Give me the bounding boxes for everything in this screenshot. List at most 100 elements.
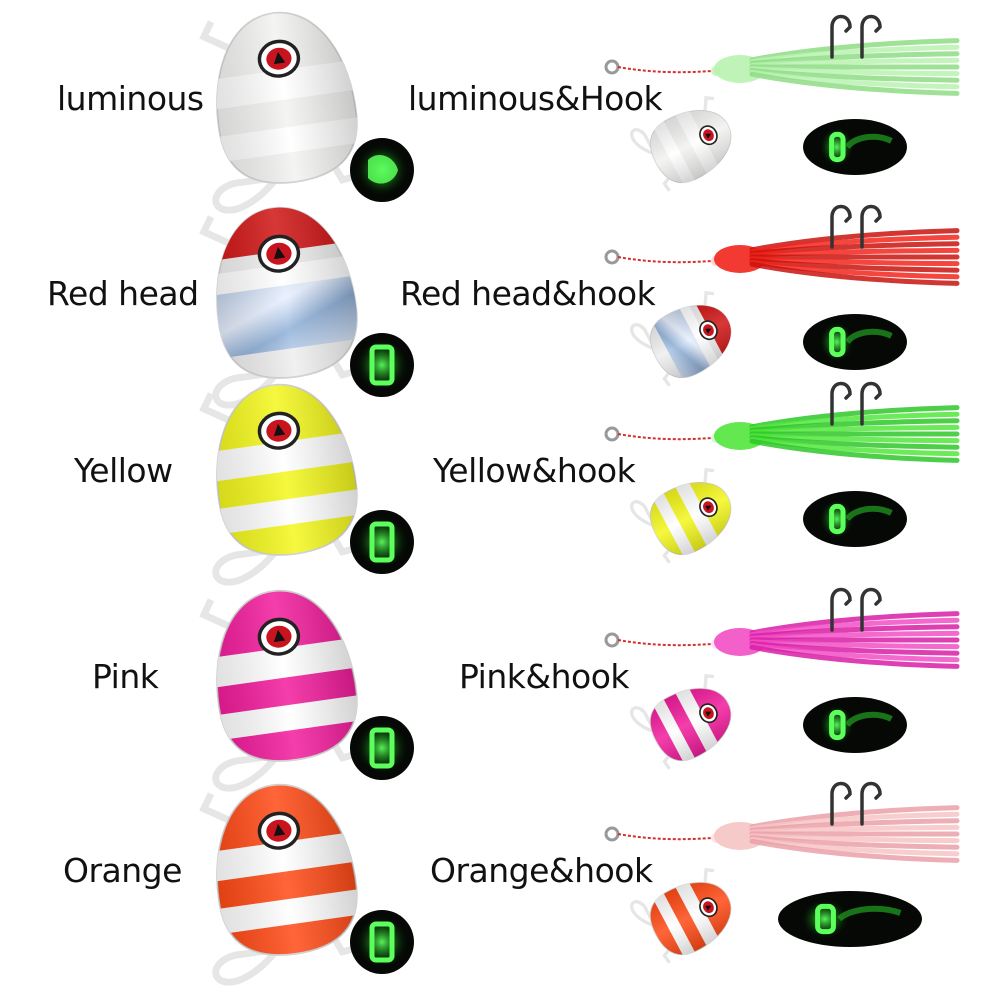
skirt-tentacle	[749, 644, 960, 669]
jig-eyelet-front	[212, 939, 286, 986]
jig-eye-pupil	[705, 328, 712, 334]
skirt-rig-4	[604, 781, 960, 863]
hook	[830, 587, 852, 632]
glow-skirt-trace	[844, 505, 893, 522]
jig-shading	[217, 12, 357, 184]
glow-oval-aura	[818, 498, 855, 540]
skirt-tentacle	[749, 611, 960, 636]
hook	[830, 381, 852, 426]
skirt-tentacle	[749, 435, 960, 450]
hook	[830, 204, 852, 249]
jig-eyelet-top	[199, 20, 233, 53]
assist-line	[617, 433, 713, 441]
glow-skirt-trace	[844, 711, 893, 728]
small-jig-4	[630, 868, 732, 964]
skirt-tentacle	[749, 44, 960, 65]
glow-oval-2	[803, 491, 907, 547]
skirt-tentacle	[749, 642, 960, 663]
assist-line	[617, 833, 713, 841]
hook	[860, 14, 882, 59]
skirt-tentacle	[749, 259, 960, 280]
skirt-tentacle	[749, 405, 960, 430]
hook	[860, 204, 882, 249]
glow-oval-3	[803, 697, 907, 753]
glow-jig-shape	[368, 155, 398, 184]
skirt-tentacle	[749, 811, 960, 832]
small-jig-3	[630, 674, 732, 770]
assist-line	[617, 256, 713, 264]
skirt-tentacle	[749, 641, 960, 656]
skirt-tentacle	[749, 836, 960, 857]
glow-oval-bg	[803, 697, 907, 753]
skirt-tentacle	[749, 411, 960, 432]
skirt-tentacle	[749, 241, 960, 256]
jig-shading	[217, 590, 357, 762]
jig-shading	[650, 482, 731, 555]
assist-line	[617, 66, 713, 74]
glow-band-shape	[369, 921, 395, 963]
large-jig-4	[199, 783, 365, 986]
jig-eyelet-front	[630, 900, 660, 929]
glow-disc-4	[350, 910, 414, 974]
jig-eyelet-front	[212, 539, 286, 586]
glow-oval-band	[829, 131, 846, 163]
glow-oval-bg	[803, 491, 907, 547]
jig-shading	[650, 688, 731, 761]
jig-eye-pupil	[273, 629, 286, 643]
row-0	[199, 11, 960, 214]
glow-oval-bg	[803, 314, 907, 370]
hook	[860, 781, 882, 826]
jig-eyelet-top	[199, 392, 233, 425]
skirt-tentacle	[749, 424, 960, 435]
jig-shading	[217, 784, 357, 956]
label-combo-4: Orange&hook	[430, 851, 653, 890]
skirt-tentacle	[749, 234, 960, 255]
large-jig-1	[199, 198, 365, 409]
skirt-rig-2	[604, 381, 960, 463]
skirt-tentacle	[749, 51, 960, 66]
large-jig-3	[199, 589, 365, 792]
label-variant-1: Red head	[47, 274, 199, 313]
glow-band-shape	[369, 727, 395, 769]
swivel-ring	[604, 249, 620, 265]
jig-shading	[650, 882, 731, 955]
skirt-tentacle	[749, 433, 960, 444]
row-1	[199, 198, 960, 409]
skirt-tentacle	[749, 256, 960, 267]
jig-shading	[217, 207, 357, 379]
row-4	[199, 781, 960, 986]
swivel-ring	[604, 59, 620, 75]
glow-oval-aura	[799, 898, 850, 940]
glow-oval-aura	[818, 126, 855, 168]
jig-eyelet-top	[703, 291, 715, 308]
skirt-tentacle	[749, 69, 960, 90]
label-combo-0: luminous&Hook	[408, 79, 663, 118]
glow-oval-bg	[778, 891, 922, 947]
skirt-rig-0	[604, 14, 960, 96]
glow-disc-aura	[354, 914, 410, 970]
glow-oval-4	[778, 891, 922, 947]
skirt-tentacle	[749, 624, 960, 639]
skirt-tentacle	[749, 258, 960, 273]
skirt-rig-3	[604, 587, 960, 669]
skirt-tentacle	[749, 805, 960, 830]
jig-eyelet-front	[630, 706, 660, 735]
jig-eye-pupil	[705, 505, 712, 511]
jig-eye-pupil	[705, 905, 712, 911]
skirt-tentacle	[749, 835, 960, 850]
row-3	[199, 587, 960, 792]
label-variant-3: Pink	[92, 657, 159, 696]
small-jig-2	[630, 468, 732, 564]
skirt-tentacle	[749, 824, 960, 835]
hook	[830, 781, 852, 826]
small-jig-1	[630, 290, 744, 387]
label-combo-1: Red head&hook	[400, 274, 656, 313]
skirt-tentacle	[749, 68, 960, 83]
skirt-tentacle	[749, 247, 960, 258]
glow-oval-0	[803, 119, 907, 175]
skirt-tentacle	[749, 833, 960, 844]
jig-eyelet-top	[703, 674, 715, 691]
glow-oval-aura	[818, 321, 855, 363]
large-jig-2	[199, 383, 365, 586]
